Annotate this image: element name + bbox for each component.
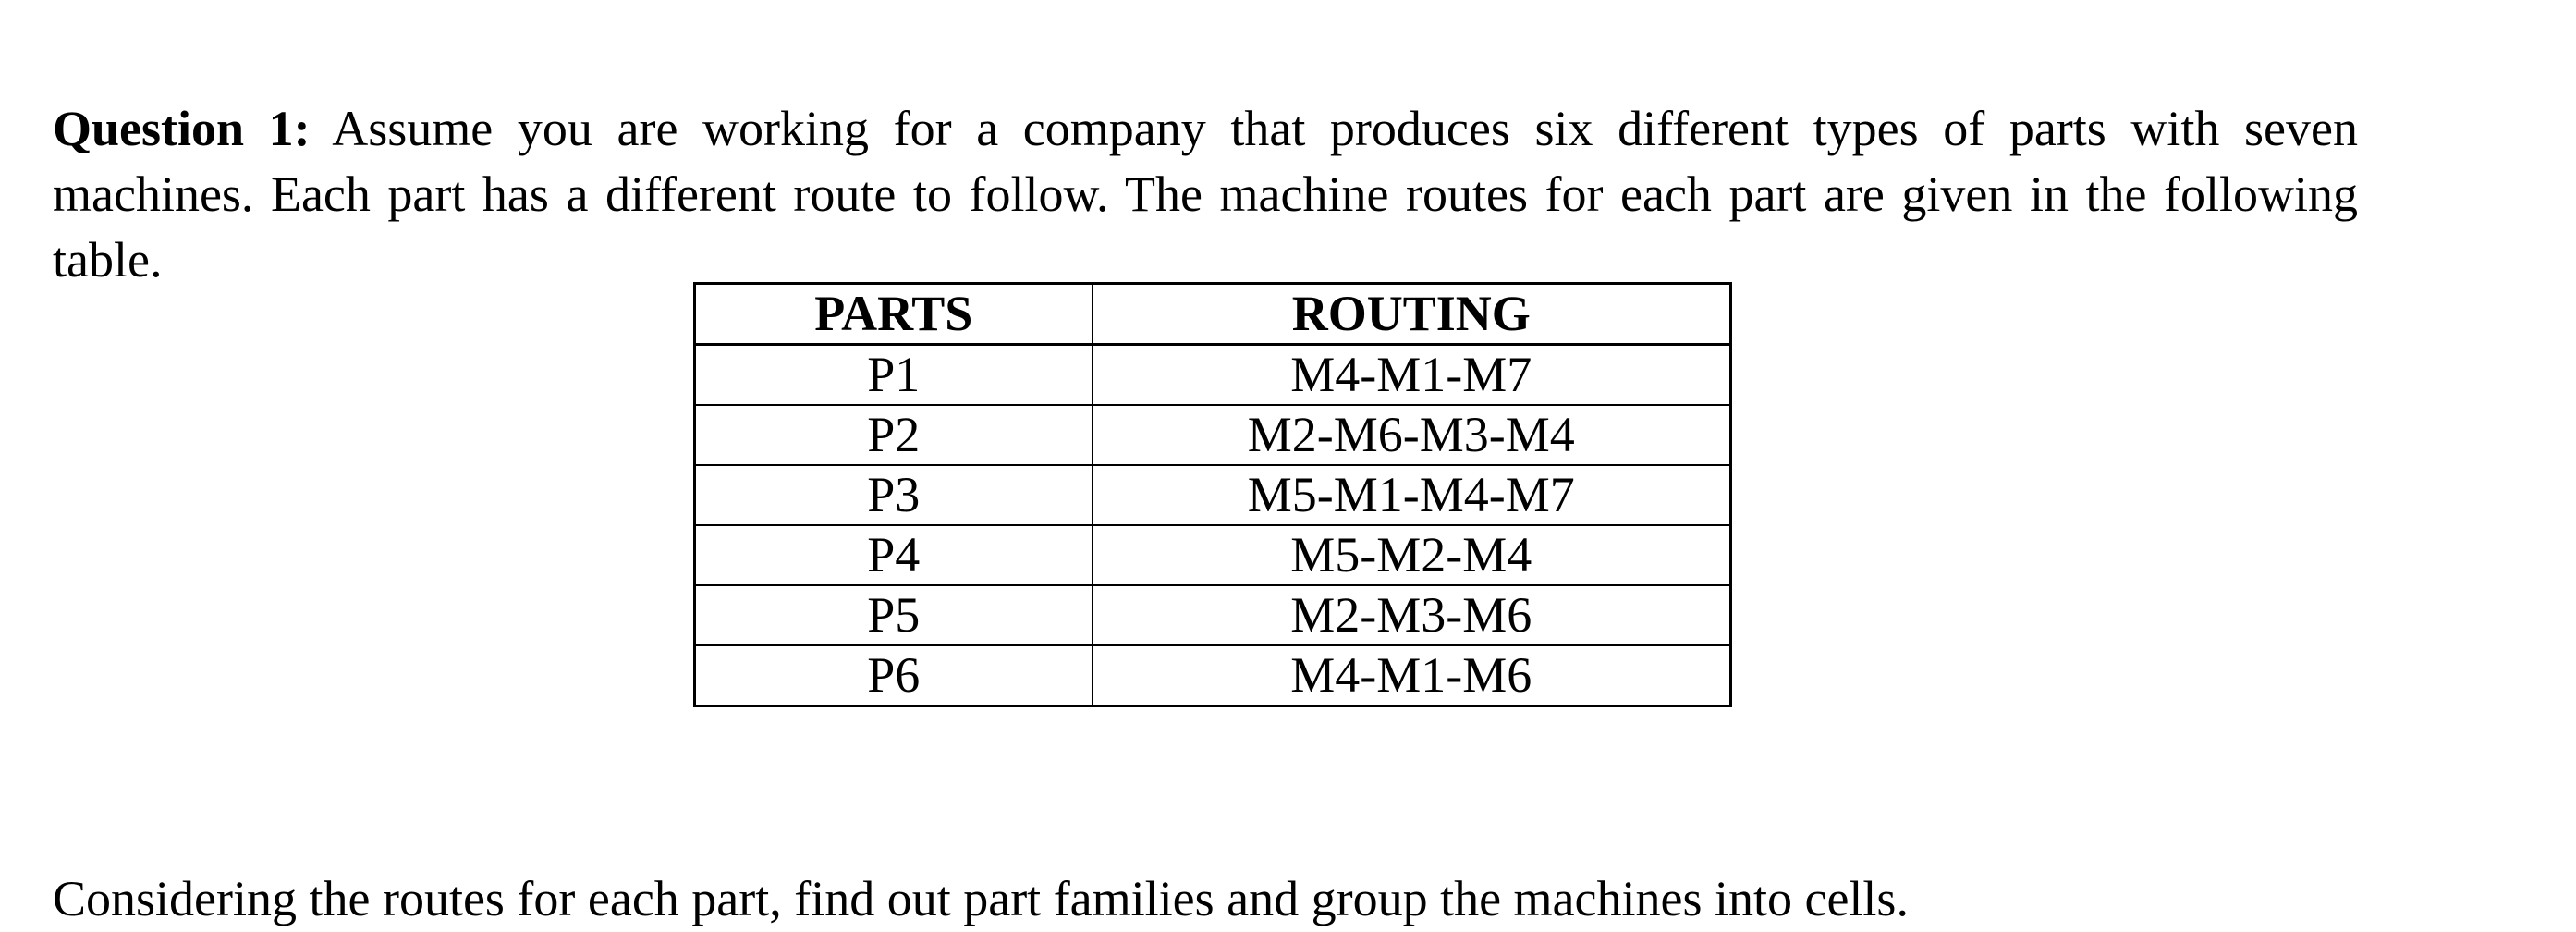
closing-instruction: Considering the routes for each part, fi… [53, 871, 1909, 926]
routing-cell: M4-M1-M6 [1091, 644, 1732, 707]
table-row: P2 M2-M6-M3-M4 [693, 404, 1732, 466]
table-row: P4 M5-M2-M4 [693, 524, 1732, 586]
part-cell: P5 [693, 584, 1093, 646]
table-row: P1 M4-M1-M7 [693, 343, 1732, 406]
table-row: P5 M2-M3-M6 [693, 584, 1732, 646]
routing-cell: M4-M1-M7 [1091, 343, 1732, 406]
table-header-routing: ROUTING [1091, 282, 1732, 346]
question-number-label: Question 1: [53, 101, 311, 156]
routing-cell: M2-M3-M6 [1091, 584, 1732, 646]
parts-routing-table: PARTS ROUTING P1 M4-M1-M7 P2 M2-M6-M3-M4… [693, 282, 1732, 707]
part-cell: P1 [693, 343, 1093, 406]
question-text: Assume you are working for a company tha… [53, 101, 2358, 288]
table-row: P6 M4-M1-M6 [693, 644, 1732, 707]
part-cell: P4 [693, 524, 1093, 586]
routing-cell: M5-M1-M4-M7 [1091, 464, 1732, 526]
question-paragraph: Question 1: Assume you are working for a… [53, 96, 2358, 293]
table-header-parts: PARTS [693, 282, 1093, 346]
part-cell: P2 [693, 404, 1093, 466]
part-cell: P3 [693, 464, 1093, 526]
routing-cell: M2-M6-M3-M4 [1091, 404, 1732, 466]
table-row: P3 M5-M1-M4-M7 [693, 464, 1732, 526]
table-header-row: PARTS ROUTING [693, 282, 1732, 346]
part-cell: P6 [693, 644, 1093, 707]
routing-cell: M5-M2-M4 [1091, 524, 1732, 586]
